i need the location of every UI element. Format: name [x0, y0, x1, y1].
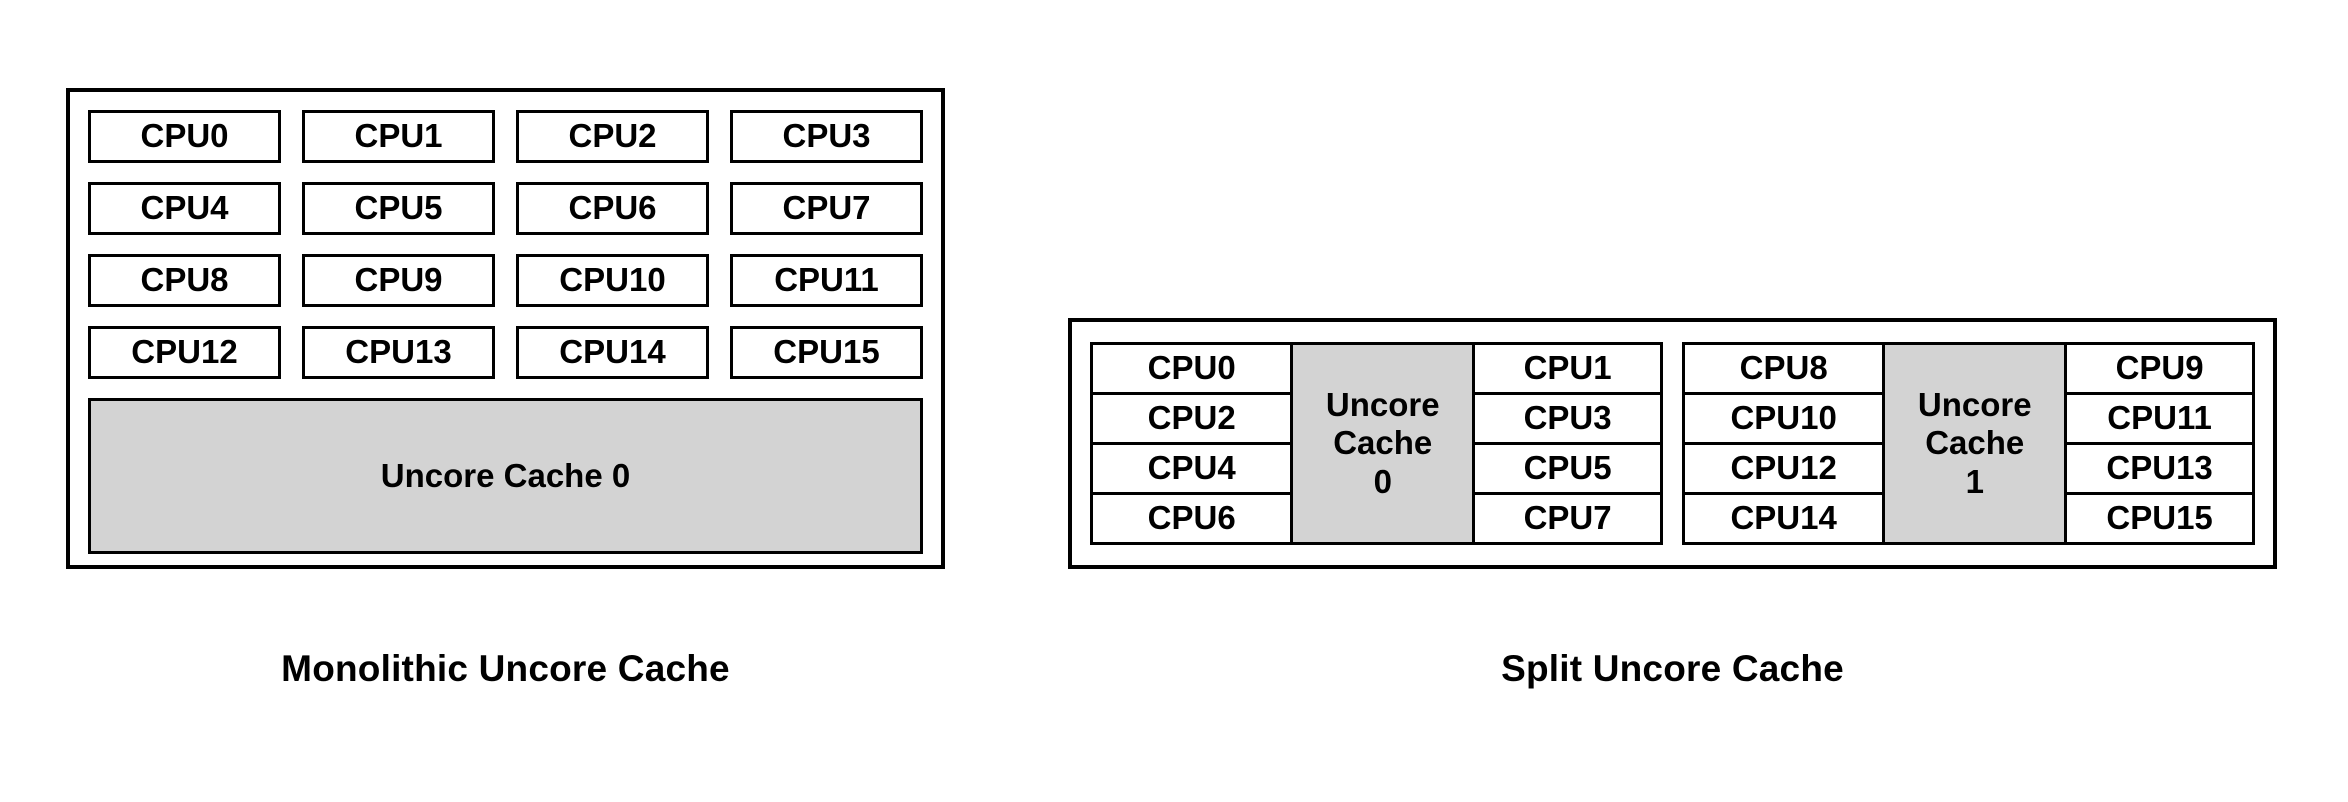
- cpu-box-0: CPU0: [1093, 345, 1291, 395]
- cpu-box-5: CPU5: [302, 182, 495, 235]
- cpu-label-7: CPU7: [1523, 499, 1612, 537]
- cpu-label-14: CPU14: [559, 333, 666, 371]
- die-group-1-left-column: CPU8 CPU10 CPU12 CPU14: [1685, 345, 1883, 542]
- cpu-label-2: CPU2: [1147, 399, 1236, 437]
- uncore-cache-label-1: Uncore Cache 1: [1917, 386, 2032, 500]
- split-uncore-cache-diagram: CPU0 CPU2 CPU4 CPU6 Uncore Cache 0 CPU1: [1068, 318, 2277, 569]
- cpu-label-13: CPU13: [345, 333, 452, 371]
- die-group-1-right-column: CPU9 CPU11 CPU13 CPU15: [2067, 345, 2252, 542]
- cpu-label-6: CPU6: [568, 189, 657, 227]
- uncore-cache-label-0: Uncore Cache 0: [380, 456, 631, 494]
- cpu-label-9: CPU9: [354, 261, 443, 299]
- cpu-box-3: CPU3: [730, 110, 923, 163]
- caption-monolithic-uncore-cache: Monolithic Uncore Cache: [281, 648, 730, 689]
- cpu-box-0: CPU0: [88, 110, 281, 163]
- cpu-box-15: CPU15: [730, 326, 923, 379]
- cpu-box-1: CPU1: [1475, 345, 1660, 395]
- cpu-label-3: CPU3: [1523, 399, 1612, 437]
- cpu-label-15: CPU15: [2106, 499, 2213, 537]
- cpu-label-5: CPU5: [1523, 449, 1612, 487]
- cpu-box-4: CPU4: [1093, 445, 1291, 495]
- cpu-label-5: CPU5: [354, 189, 443, 227]
- cpu-label-10: CPU10: [559, 261, 666, 299]
- uncore-cache-box-0: Uncore Cache 0: [88, 398, 923, 554]
- cpu-label-8: CPU8: [1739, 349, 1828, 387]
- die-group-0: CPU0 CPU2 CPU4 CPU6 Uncore Cache 0 CPU1: [1090, 342, 1663, 545]
- cpu-box-10: CPU10: [516, 254, 709, 307]
- cpu-box-6: CPU6: [1093, 495, 1291, 542]
- cpu-box-10: CPU10: [1685, 395, 1883, 445]
- cpu-label-11: CPU11: [2107, 399, 2212, 437]
- cpu-box-3: CPU3: [1475, 395, 1660, 445]
- cpu-box-12: CPU12: [1685, 445, 1883, 495]
- cpu-box-7: CPU7: [1475, 495, 1660, 542]
- die-group-0-left-column: CPU0 CPU2 CPU4 CPU6: [1093, 345, 1291, 542]
- cpu-box-9: CPU9: [2067, 345, 2252, 395]
- cpu-box-12: CPU12: [88, 326, 281, 379]
- cpu-label-14: CPU14: [1730, 499, 1837, 537]
- uncore-cache-box-0: Uncore Cache 0: [1290, 345, 1476, 542]
- cpu-box-5: CPU5: [1475, 445, 1660, 495]
- cpu-box-15: CPU15: [2067, 495, 2252, 542]
- cpu-label-0: CPU0: [1147, 349, 1236, 387]
- die-group-1: CPU8 CPU10 CPU12 CPU14 Uncore Cache 1 CP…: [1682, 342, 2255, 545]
- monolithic-inner-area: CPU0 CPU1 CPU2 CPU3 CPU4 CPU5 CPU6 CPU7: [88, 110, 923, 554]
- cpu-label-7: CPU7: [782, 189, 871, 227]
- cpu-label-2: CPU2: [568, 117, 657, 155]
- cpu-box-13: CPU13: [302, 326, 495, 379]
- caption-split-uncore-cache: Split Uncore Cache: [1501, 648, 1844, 689]
- cpu-label-3: CPU3: [782, 117, 871, 155]
- cpu-box-9: CPU9: [302, 254, 495, 307]
- cpu-box-11: CPU11: [730, 254, 923, 307]
- cpu-box-7: CPU7: [730, 182, 923, 235]
- cpu-box-14: CPU14: [516, 326, 709, 379]
- cpu-label-1: CPU1: [1523, 349, 1612, 387]
- cpu-box-6: CPU6: [516, 182, 709, 235]
- monolithic-cpu-grid: CPU0 CPU1 CPU2 CPU3 CPU4 CPU5 CPU6 CPU7: [88, 110, 923, 379]
- cpu-label-0: CPU0: [140, 117, 229, 155]
- cpu-box-8: CPU8: [1685, 345, 1883, 395]
- cpu-box-2: CPU2: [1093, 395, 1291, 445]
- cpu-label-15: CPU15: [773, 333, 880, 371]
- cpu-label-10: CPU10: [1730, 399, 1837, 437]
- cpu-label-12: CPU12: [131, 333, 238, 371]
- cpu-label-1: CPU1: [354, 117, 443, 155]
- monolithic-uncore-cache-diagram: CPU0 CPU1 CPU2 CPU3 CPU4 CPU5 CPU6 CPU7: [66, 88, 945, 569]
- cpu-box-2: CPU2: [516, 110, 709, 163]
- cpu-box-1: CPU1: [302, 110, 495, 163]
- cpu-label-8: CPU8: [140, 261, 229, 299]
- cpu-box-13: CPU13: [2067, 445, 2252, 495]
- uncore-cache-box-1: Uncore Cache 1: [1882, 345, 2068, 542]
- cpu-label-4: CPU4: [1147, 449, 1236, 487]
- cpu-label-11: CPU11: [774, 261, 879, 299]
- uncore-cache-label-0: Uncore Cache 0: [1325, 386, 1440, 500]
- cpu-box-8: CPU8: [88, 254, 281, 307]
- cpu-label-12: CPU12: [1730, 449, 1837, 487]
- cpu-label-6: CPU6: [1147, 499, 1236, 537]
- cpu-box-11: CPU11: [2067, 395, 2252, 445]
- die-group-0-right-column: CPU1 CPU3 CPU5 CPU7: [1475, 345, 1660, 542]
- cpu-box-14: CPU14: [1685, 495, 1883, 542]
- split-inner-area: CPU0 CPU2 CPU4 CPU6 Uncore Cache 0 CPU1: [1090, 342, 2255, 545]
- cpu-box-4: CPU4: [88, 182, 281, 235]
- cpu-label-9: CPU9: [2115, 349, 2204, 387]
- cpu-label-4: CPU4: [140, 189, 229, 227]
- cpu-label-13: CPU13: [2106, 449, 2213, 487]
